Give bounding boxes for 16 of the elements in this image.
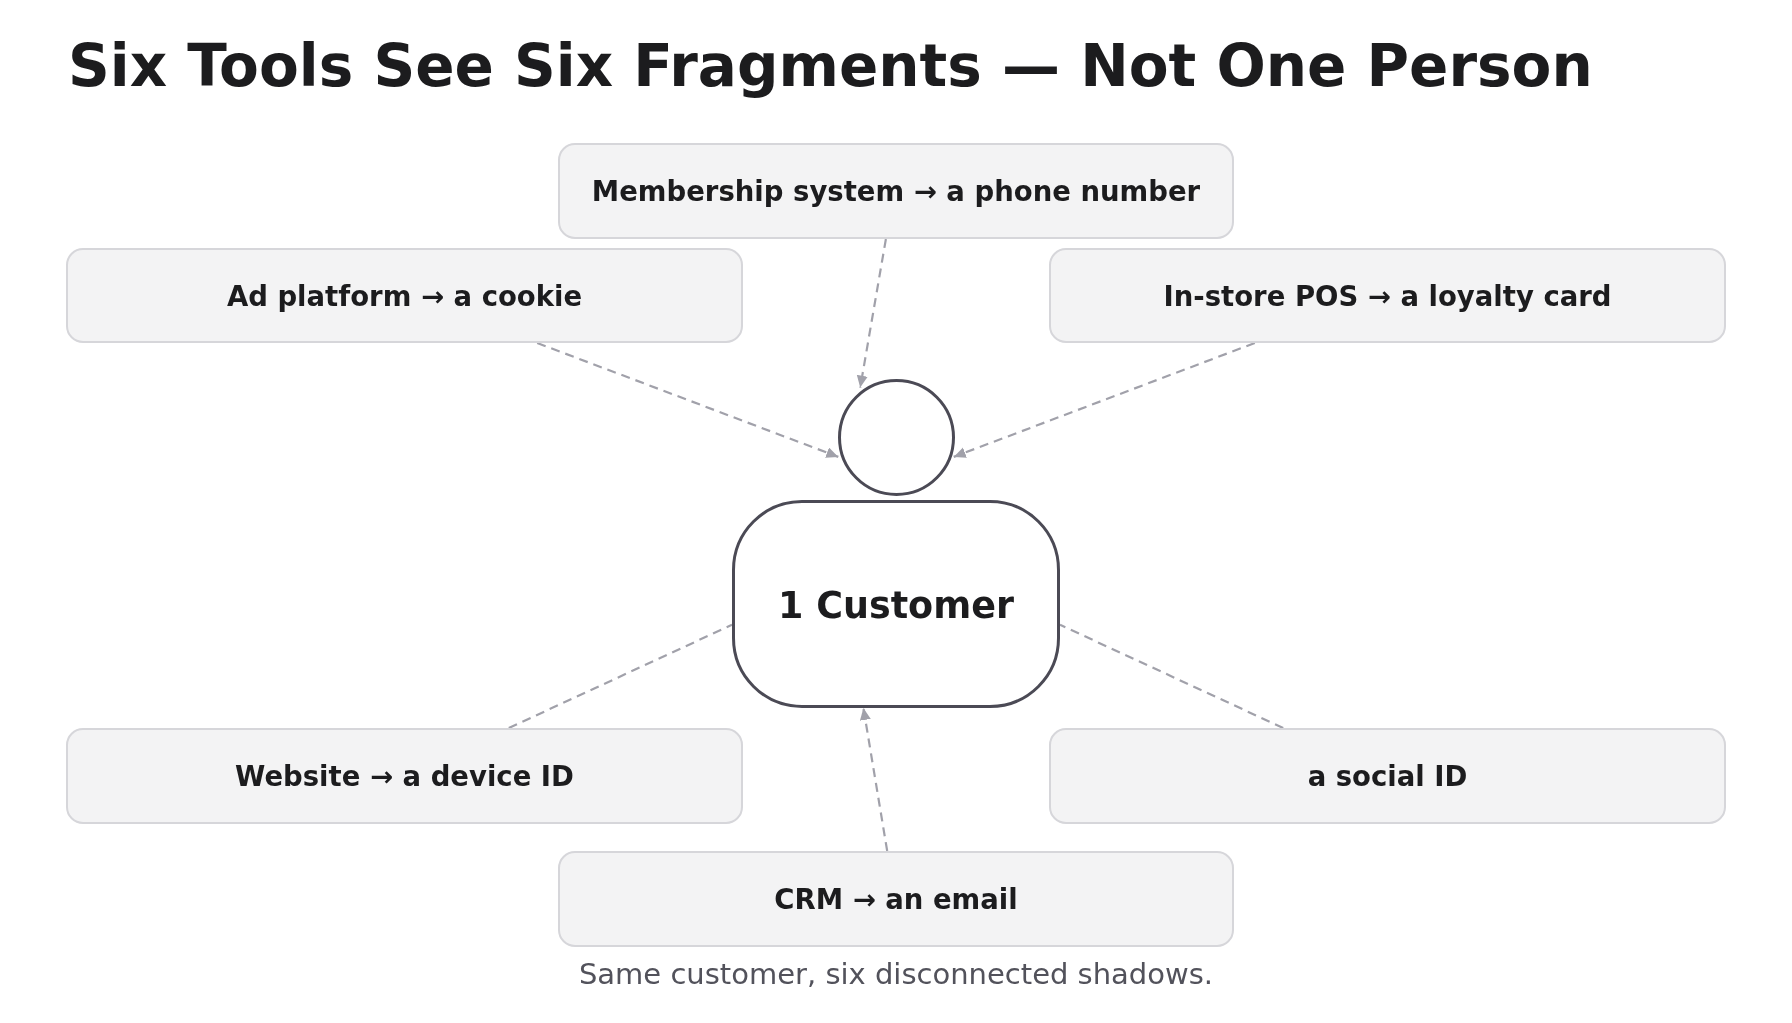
tool-box: In-store POS → a loyalty card [1049, 248, 1726, 343]
diagram-title: Six Tools See Six Fragments — Not One Person [68, 32, 1593, 102]
tool-box: a social ID [1049, 728, 1726, 824]
diagram-caption: Same customer, six disconnected shadows. [578, 957, 1214, 992]
person-figure [732, 377, 1060, 708]
dashed-line [508, 623, 733, 729]
dashed-arrow [856, 238, 887, 388]
person-label: 1 Customer [778, 584, 1014, 628]
dashed-arrow [953, 341, 1256, 458]
tool-box: Website → a device ID [66, 728, 743, 824]
dashed-line [1059, 623, 1284, 729]
tool-box: CRM → an email [558, 851, 1234, 947]
tool-box: Ad platform → a cookie [66, 248, 743, 343]
tool-box: Membership system → a phone number [558, 143, 1234, 239]
dashed-arrow [859, 707, 889, 852]
dashed-arrow [536, 341, 839, 458]
